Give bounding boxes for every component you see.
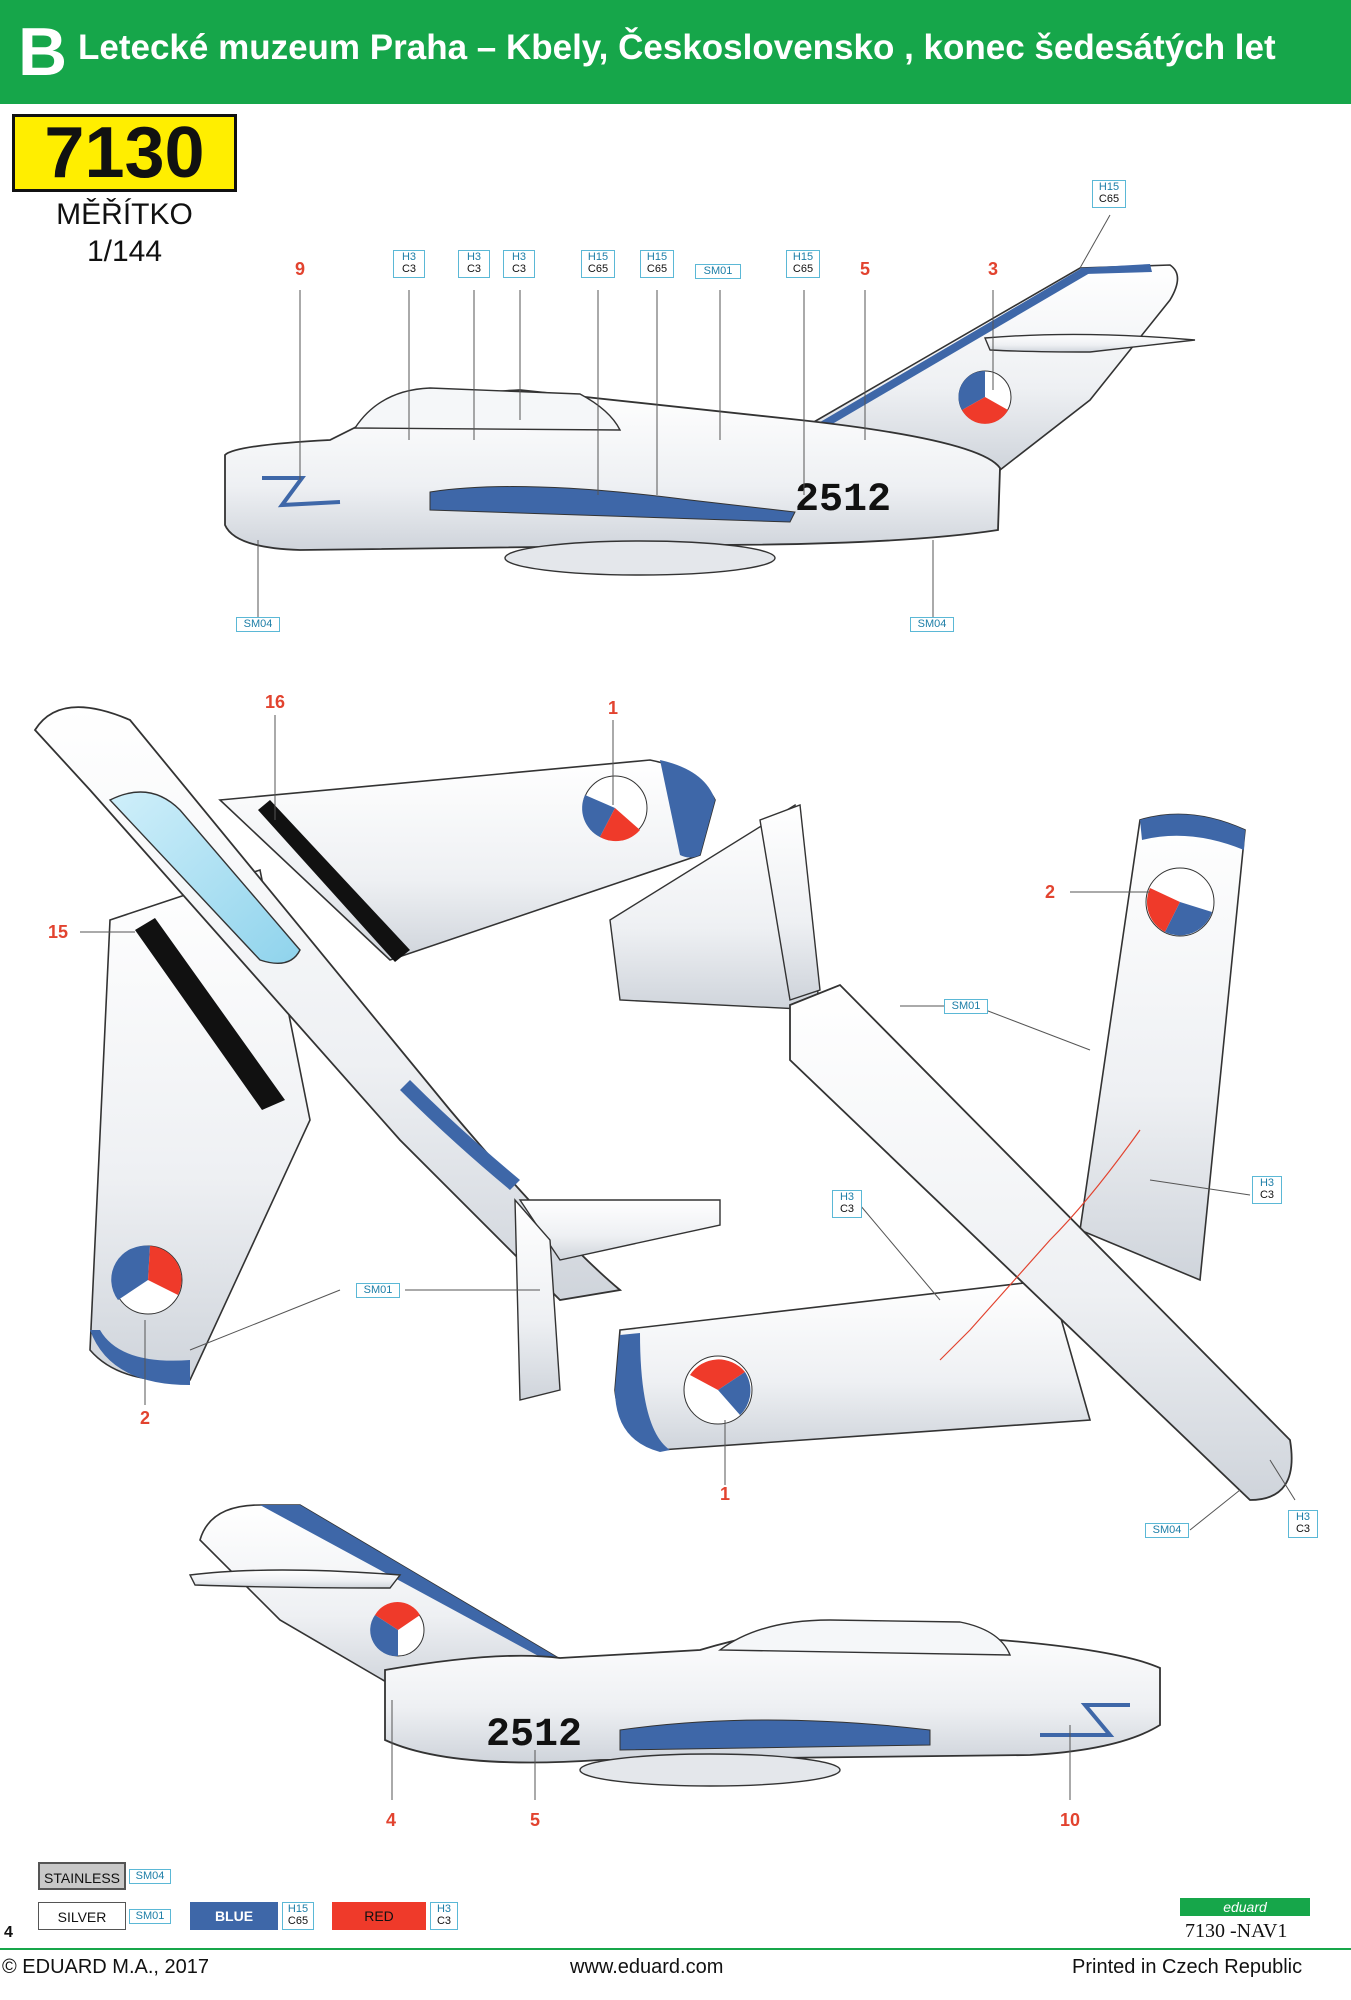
legend-red: RED [332,1902,426,1930]
callout-10: 10 [1060,1810,1080,1830]
legend-stainless: STAINLESS [38,1862,126,1890]
callout-4: 4 [386,1810,396,1830]
wing-tip-blue-ll [615,1333,670,1452]
code-box: SM01 [695,264,741,279]
footer-website[interactable]: www.eduard.com [570,1956,724,1978]
eduard-logo: eduard [1180,1898,1310,1916]
callout-2-upper: 2 [140,1408,150,1428]
profile-bottom: 2512 4 5 10 [188,1504,1161,1830]
callout-1-lower: 1 [720,1484,730,1504]
fin-leading-edge-blue [810,268,1095,430]
fin-tip-blue [1080,264,1152,274]
z-marking-right [1040,1703,1130,1737]
panel-line-red [939,1129,1141,1361]
aircraft-drawings: 2512 9 5 3 [33,214,1296,1830]
fuselage-blue-upper [400,1080,520,1190]
scheme-title: Letecké muzeum Praha – Kbely, Českoslove… [78,28,1276,67]
fin-leading-edge-blue-r [260,1505,570,1665]
wing-lower-left [614,1279,1092,1451]
fin-upper [514,1198,561,1401]
footer-printed: Printed in Czech Republic [1072,1956,1303,1978]
tailplane-right [188,1569,402,1589]
callout-3: 3 [988,259,998,279]
drop-tank [504,540,776,576]
canopy-upper [108,791,301,964]
brand-code: 7130 -NAV1 [1185,1920,1288,1942]
serial-bottom: 2512 [486,1713,582,1758]
roundel-upper-right [582,775,648,842]
header-bar: B Letecké muzeum Praha – Kbely, Českoslo… [0,0,1351,104]
wing-root-blue-right [619,1719,931,1751]
roundel-upper-left [111,1245,183,1315]
code-box: SM01 [944,999,988,1014]
legend-blue: BLUE [190,1902,278,1930]
fuselage-lower [789,983,1293,1501]
callout-16: 16 [265,692,285,712]
code-box: SM04 [910,617,954,632]
black-stripe-a [258,800,410,962]
code-box: SM01 [356,1283,400,1298]
callout-9: 9 [295,259,305,279]
fin-lower [759,804,821,1001]
wing-tip-blue-l [90,1330,190,1385]
callout-5: 5 [860,259,870,279]
scheme-letter: B [18,14,68,90]
plan-lower: 2 1 [609,803,1296,1531]
tailplane [983,333,1196,353]
legend-code: SM04 [129,1869,171,1884]
wing-tip-blue-r [660,760,715,858]
code-box: SM04 [1145,1523,1189,1538]
roundel-fin-right [370,1602,425,1657]
roundel-fin [958,370,1012,424]
callout-15: 15 [48,922,68,942]
serial-top: 2512 [795,478,891,523]
roundel-lower-right [1145,867,1215,937]
profile-top: 2512 9 5 3 [224,214,1196,620]
scale-value: 1/144 [86,235,163,268]
drop-tank-right [579,1753,841,1787]
tail-fin [797,264,1179,471]
callout-2-lower: 2 [1045,882,1055,902]
canopy [353,387,622,431]
black-stripe-b [135,918,285,1110]
z-marking [262,476,341,508]
plan-upper: 16 15 1 2 [33,692,721,1428]
wing-root-blue [429,486,796,523]
kit-number: 7130 [12,114,237,192]
footer-line [0,1948,1351,1950]
legend-code: SM01 [129,1909,171,1924]
roundel-lower-left [683,1355,753,1425]
code-box: SM04 [236,617,280,632]
canopy-right [717,1619,1012,1656]
fuselage-right [384,1623,1161,1764]
wing-tip-blue-lr [1140,814,1245,850]
callout-5-bottom: 5 [530,1810,540,1830]
legend-silver: SILVER [38,1902,126,1930]
page-number: 4 [4,1924,13,1941]
scale-label: MĚŘÍTKO [56,198,193,231]
callout-1-upper: 1 [608,698,618,718]
footer-copyright: © EDUARD M.A., 2017 [2,1956,210,1978]
